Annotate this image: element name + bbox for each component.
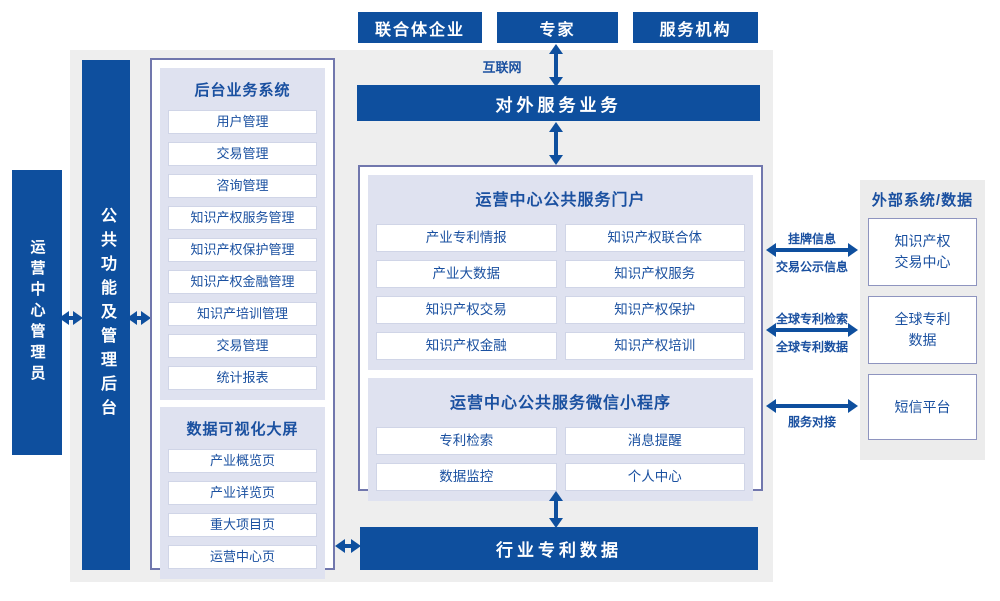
miniprogram-panel: 运营中心公共服务微信小程序 专利检索 消息提醒 数据监控 个人中心 [368,378,753,501]
portal-item: 知识产权服务 [564,260,745,288]
backend-item: 交易管理 [168,142,317,166]
double-arrow-trading-center [766,243,858,257]
backend-item: 统计报表 [168,366,317,390]
double-arrow-internet [549,44,563,87]
backend-item: 交易管理 [168,334,317,358]
external-service-bar: 对外服务业务 [357,85,760,121]
global-patent-search-label: 全球专利检索 [775,312,848,326]
dataviz-panel: 数据可视化大屏 产业概览页 产业详览页 重大项目页 运营中心页 [160,407,325,579]
backend-item: 知识产权服务管理 [168,206,317,230]
double-arrow-bar-portal [549,122,563,165]
industry-patent-data-bar: 行业专利数据 [360,527,758,570]
backend-item: 知识产权保护管理 [168,238,317,262]
double-arrow-dataviz-patentdata [335,539,361,553]
actor-service-agency: 服务机构 [633,12,758,43]
dataviz-item: 运营中心页 [168,545,317,569]
actor-expert: 专家 [497,12,618,43]
external-systems-title: 外部系统/数据 [871,192,974,209]
public-functions-backend-bar: 公共功能及管理后台 [82,60,130,570]
operations-admin-box: 运营中心管理员 [12,170,62,455]
double-arrow-sms [766,399,858,413]
miniprogram-item: 专利检索 [376,427,557,455]
portal-item: 产业专利情报 [376,224,557,252]
center-service-container: 运营中心公共服务门户 产业专利情报 知识产权联合体 产业大数据 知识产权服务 知… [358,165,763,501]
dataviz-item: 产业概览页 [168,449,317,473]
portal-item: 知识产权培训 [564,332,745,360]
global-patent-data-label: 全球专利数据 [775,340,848,354]
miniprogram-item: 数据监控 [376,463,557,491]
backend-item: 咨询管理 [168,174,317,198]
dataviz-item: 重大项目页 [168,513,317,537]
backend-item: 用户管理 [168,110,317,134]
listing-info-label: 挂牌信息 [787,232,836,246]
portal-item: 知识产权保护 [564,296,745,324]
miniprogram-item: 消息提醒 [564,427,745,455]
backend-item: 知识产权金融管理 [168,270,317,294]
double-arrow-global-patent [766,323,858,337]
service-connect-label: 服务对接 [787,415,836,429]
backend-system-title: 后台业务系统 [194,82,291,99]
portal-item: 知识产权交易 [376,296,557,324]
portal-item: 知识产权金融 [376,332,557,360]
dataviz-title: 数据可视化大屏 [186,421,299,438]
portal-panel: 运营中心公共服务门户 产业专利情报 知识产权联合体 产业大数据 知识产权服务 知… [368,175,753,370]
dataviz-item: 产业详览页 [168,481,317,505]
external-system-sms-platform: 短信平台 [868,374,977,440]
backend-item: 知识产培训管理 [168,302,317,326]
double-arrow-admin-backend [59,311,83,325]
miniprogram-title: 运营中心公共服务微信小程序 [449,395,671,412]
backend-system-panel: 后台业务系统 用户管理 交易管理 咨询管理 知识产权服务管理 知识产权保护管理 … [160,68,325,400]
left-system-container: 后台业务系统 用户管理 交易管理 咨询管理 知识产权服务管理 知识产权保护管理 … [150,58,335,579]
trade-publicity-label: 交易公示信息 [775,260,848,274]
external-system-trading-center: 知识产权 交易中心 [868,218,977,286]
external-system-global-patent: 全球专利 数据 [868,296,977,364]
double-arrow-backend-panel [127,311,151,325]
actor-consortium-enterprise: 联合体企业 [358,12,482,43]
portal-item: 产业大数据 [376,260,557,288]
miniprogram-item: 个人中心 [564,463,745,491]
portal-title: 运营中心公共服务门户 [475,192,646,209]
double-arrow-mini-patentdata [549,491,563,528]
internet-label: 互联网 [482,60,522,75]
portal-item: 知识产权联合体 [564,224,745,252]
